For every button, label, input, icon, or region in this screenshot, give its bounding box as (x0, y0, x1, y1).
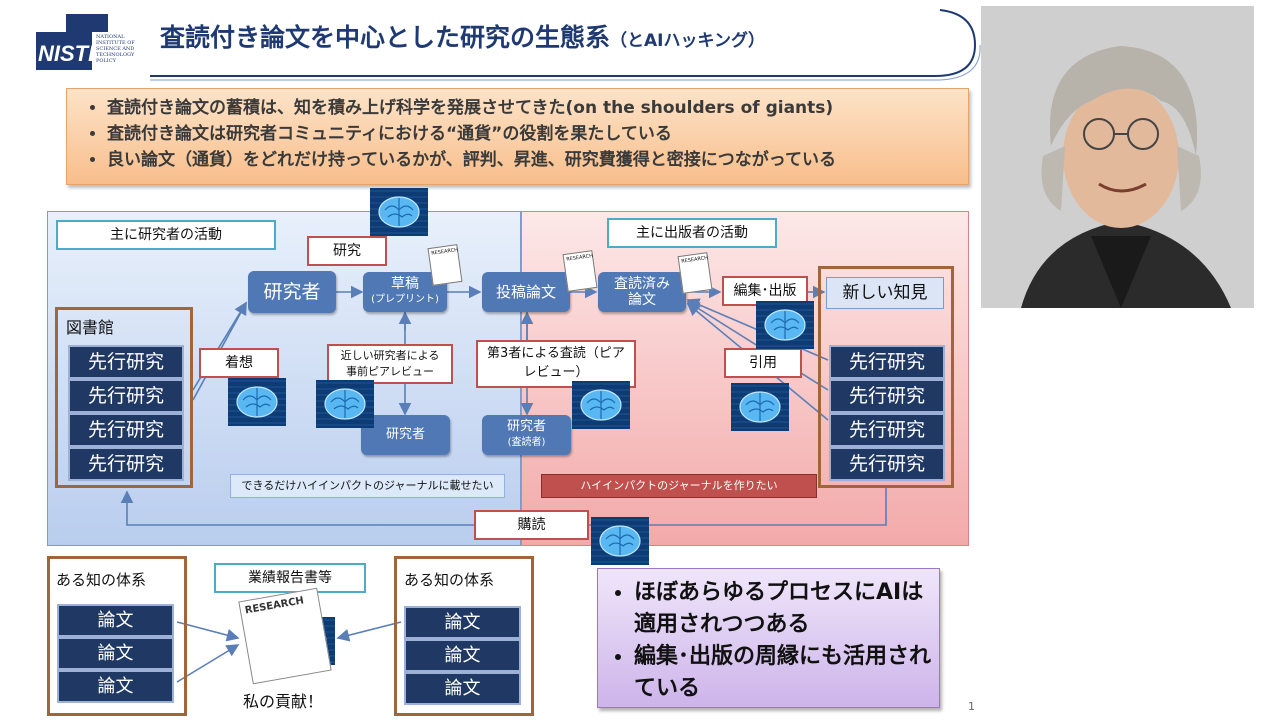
new-knowledge-group (818, 266, 954, 488)
right-area-label: 主に出版者の活動 (607, 218, 777, 248)
researcher-node: 研究者 (248, 271, 336, 313)
reviewed-paper-node: 査読済み 論文 (598, 272, 686, 312)
bullet-item: 良い論文（通貨）をどれだけ持っているかが、評判、昇進、研究費獲得と密接につながっ… (107, 147, 968, 173)
researcher-text: 研究者 (263, 281, 321, 303)
document-icon: RESEARCH (677, 252, 713, 294)
citation-label: 引用 (724, 348, 802, 378)
ai-brain-icon (572, 381, 630, 429)
high-impact-wish-strip: できるだけハイインパクトのジャーナルに載せたい (230, 474, 505, 498)
knowledge-body-left (47, 556, 187, 716)
reviewer-node: 研究者 (査読者) (482, 415, 571, 455)
doc-heading: RESEARCH (430, 247, 459, 257)
report-document-icon: RESEARCH (238, 587, 332, 685)
submitted-text: 投稿論文 (495, 283, 556, 301)
prior-research-box: 先行研究 (829, 345, 945, 379)
idea-label: 着想 (199, 348, 279, 378)
doc-heading: RESEARCH (680, 255, 709, 265)
logo-caption: NATIONAL INSTITUTE OF SCIENCE AND TECHNO… (96, 34, 135, 64)
logo-line: INSTITUTE OF (96, 40, 135, 46)
title-sub: （とAIハッキング） (610, 31, 765, 51)
library-label: 図書館 (66, 318, 115, 337)
ai-callout-item: ほぼあらゆるプロセスにAIは適用されつつある (634, 577, 939, 641)
new-knowledge-box: 新しい知見 (826, 277, 944, 309)
speaker-photo (981, 6, 1254, 308)
paper-box: 論文 (404, 639, 521, 672)
page-title: 査読付き論文を中心とした研究の生態系（とAIハッキング） (160, 18, 765, 54)
left-area-label: 主に研究者の活動 (56, 220, 276, 250)
library-group (55, 307, 193, 488)
ai-brain-icon (731, 383, 789, 431)
prior-research-box: 先行研究 (68, 345, 184, 379)
ai-brain-icon (316, 380, 374, 428)
high-impact-create-strip: ハイインパクトのジャーナルを作りたい (541, 474, 817, 498)
research-label: 研究 (307, 236, 387, 266)
logo-line: TECHNOLOGY (96, 52, 135, 58)
my-contribution-text: 私の貢献！ (243, 692, 324, 711)
peer-researcher-node: 研究者 (361, 415, 450, 455)
document-icon: RESEARCH (427, 244, 463, 286)
ai-brain-icon (591, 516, 649, 566)
paper-box: 論文 (57, 604, 174, 637)
doc-heading: RESEARCH (565, 253, 594, 263)
reviewer-subtext: (査読者) (507, 437, 546, 448)
peer-researcher-text: 研究者 (385, 427, 425, 442)
preprint-review-label: 近しい研究者による 事前ピアレビュー (327, 344, 453, 384)
report-label: 業績報告書等 (214, 563, 366, 593)
prior-research-box: 先行研究 (68, 413, 184, 447)
prior-research-box: 先行研究 (68, 379, 184, 413)
reviewer-text: 研究者 (506, 419, 546, 434)
peer-review-label: 第3者による査読（ピアレビュー） (476, 340, 636, 388)
prior-research-box: 先行研究 (829, 379, 945, 413)
reviewed-text: 査読済み 論文 (614, 276, 670, 308)
draft-subtext: (プレプリント) (371, 294, 439, 305)
title-main: 査読付き論文を中心とした研究の生態系 (160, 23, 611, 52)
logo-line: POLICY (96, 58, 116, 64)
summary-bullets: 査読付き論文の蓄積は、知を積み上げ科学を発展させてきた(on the shoul… (66, 88, 969, 185)
bullet-item: 査読付き論文の蓄積は、知を積み上げ科学を発展させてきた(on the shoul… (107, 95, 968, 121)
paper-box: 論文 (404, 672, 521, 705)
knowledge-body-title: ある知の体系 (404, 571, 495, 589)
paper-box: 論文 (57, 670, 174, 703)
nistep-logo: NISTEP NATIONAL INSTITUTE OF SCIENCE AND… (36, 12, 148, 74)
prior-research-box: 先行研究 (829, 447, 945, 481)
ai-callout: ほぼあらゆるプロセスにAIは適用されつつある 編集･出版の周縁にも活用されている (597, 568, 940, 708)
ai-brain-icon (228, 378, 286, 426)
document-icon: RESEARCH (562, 250, 598, 292)
report-doc-heading: RESEARCH (244, 595, 305, 617)
prior-research-box: 先行研究 (829, 413, 945, 447)
draft-text: 草稿 (391, 276, 419, 292)
nistep-logo-mark: NISTEP (36, 14, 118, 70)
page-number: 1 (968, 700, 975, 713)
logo-line: NATIONAL (96, 34, 125, 40)
paper-box: 論文 (404, 606, 521, 639)
logo-letters: NISTEP (38, 41, 118, 66)
knowledge-body-right (394, 556, 534, 716)
speaker-portrait (981, 6, 1254, 308)
bullet-item: 査読付き論文は研究者コミュニティにおける“通貨”の役割を果たしている (107, 121, 968, 147)
knowledge-body-title: ある知の体系 (56, 571, 147, 589)
subscribe-label: 購読 (474, 510, 589, 540)
ai-brain-icon (756, 301, 814, 349)
prior-research-box: 先行研究 (68, 447, 184, 481)
ai-brain-icon (370, 188, 428, 236)
paper-box: 論文 (57, 637, 174, 670)
ai-callout-item: 編集･出版の周縁にも活用されている (634, 641, 939, 705)
logo-line: SCIENCE AND (96, 46, 135, 52)
submitted-paper-node: 投稿論文 (482, 272, 570, 312)
